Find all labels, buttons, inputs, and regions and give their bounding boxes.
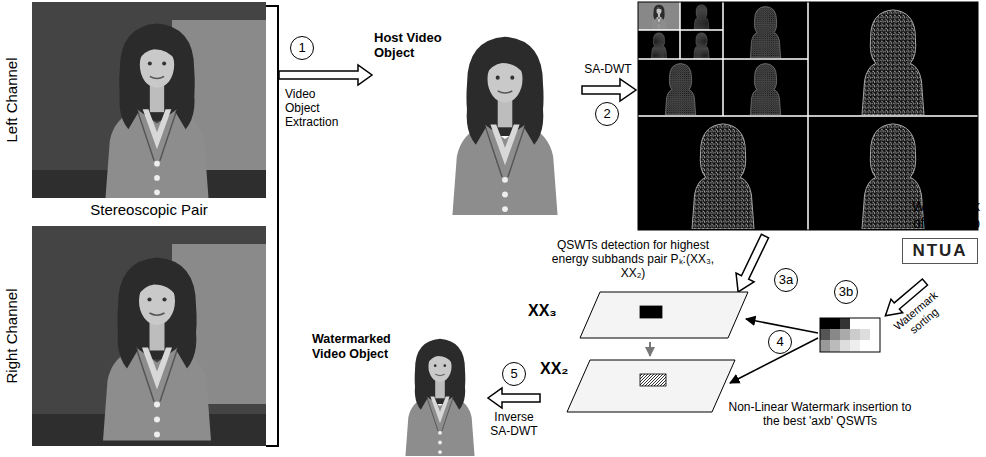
annotation: Watermark sorting <box>888 286 952 346</box>
step-number: 3a <box>774 268 798 292</box>
step-number: 2 <box>595 102 619 126</box>
annotation: Non-Linear Watermark insertion to the be… <box>720 400 920 428</box>
step-number: 5 <box>502 362 526 386</box>
video-frame: Left Channel <box>0 2 268 200</box>
node-label: Host Video Object <box>374 30 446 61</box>
dwt-arrow <box>582 79 636 101</box>
annotation: QSWTs detection for highest energy subba… <box>538 238 728 280</box>
video-object: Host Video Object <box>372 20 580 220</box>
flow-arrow <box>488 388 540 408</box>
arrow-shape <box>279 65 372 85</box>
subband-plane-shape <box>580 292 748 338</box>
watermark-image: Watermark of size axbNTUA <box>886 198 980 268</box>
left-frame <box>32 2 266 198</box>
flow-arrow <box>650 342 651 356</box>
sorted-watermark <box>820 318 880 352</box>
plane-outline <box>540 356 740 416</box>
coefficient-block <box>640 374 666 386</box>
host-object-image <box>452 37 557 215</box>
video-frame: Right Channel <box>0 226 268 448</box>
node-label: Right Channel <box>2 246 22 426</box>
step-number: 3b <box>834 280 858 304</box>
node-label: Watermarked Video Object <box>312 332 392 362</box>
node-label: Stereoscopic Pair <box>32 201 266 219</box>
detection-arrow <box>729 232 774 297</box>
arrow-shape <box>488 388 540 408</box>
right-frame <box>32 226 266 446</box>
wavelet-decomposition <box>638 2 978 230</box>
subband-plane-shape <box>567 360 735 412</box>
stereo-pair-group: Stereoscopic Pair Left ChannelRight Chann… <box>0 0 279 452</box>
bracket <box>266 6 278 446</box>
plane-outline <box>528 288 750 342</box>
subband-plane: XX₂ <box>540 356 740 416</box>
annotation: SA-DWT <box>580 62 636 76</box>
flow-arrow <box>279 65 372 85</box>
step-number: 4 <box>768 330 792 354</box>
edge-label: Inverse SA-DWT <box>486 410 542 438</box>
video-object: Watermarked Video Object <box>310 326 488 457</box>
node-label: Watermark of size axb <box>902 198 980 231</box>
step-number: 1 <box>290 36 314 60</box>
node-label: Left Channel <box>2 10 22 190</box>
node-label: XX₃ <box>528 302 572 321</box>
node-label: NTUA <box>902 238 978 264</box>
node-label: XX₂ <box>540 360 584 379</box>
coefficient-block <box>640 306 662 318</box>
arrow-line <box>649 342 651 356</box>
edge-label: Video Object Extraction <box>285 87 347 129</box>
watermarked-object-image <box>405 339 474 456</box>
subband-plane: XX₃ <box>528 288 750 342</box>
